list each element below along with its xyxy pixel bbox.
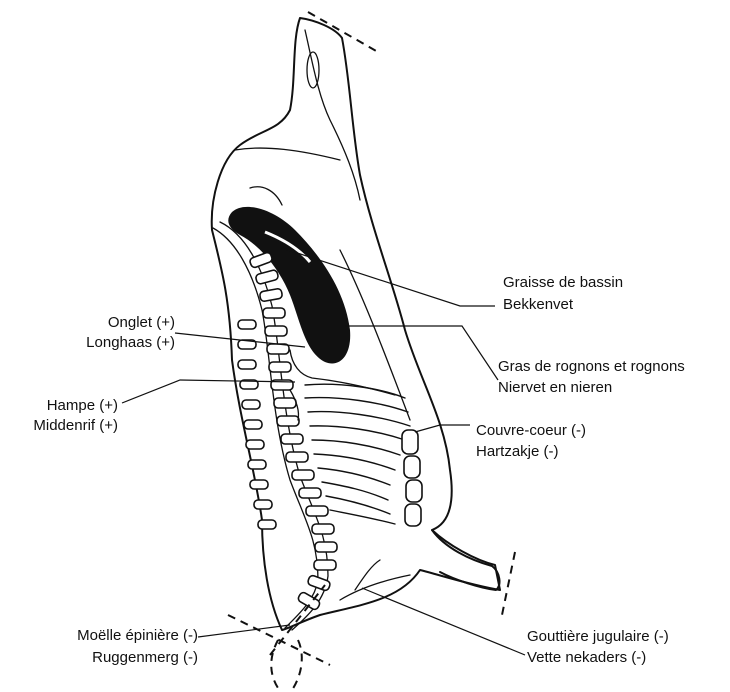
sternum — [402, 430, 422, 526]
label-moelle: Moëlle épinière (-) — [77, 626, 198, 646]
pelvis-top-line — [235, 148, 340, 160]
label-hartzakje: Hartzakje (-) — [476, 442, 559, 462]
pelvis-curve — [250, 187, 282, 205]
label-ruggenmerg: Ruggenmerg (-) — [92, 648, 198, 668]
head-stub-dashed — [271, 640, 302, 690]
label-hampe: Hampe (+) — [47, 396, 118, 416]
ribs-right — [305, 384, 410, 524]
leg-notch — [307, 52, 319, 88]
label-longhaas: Longhaas (+) — [86, 333, 175, 353]
jugular-shape — [355, 560, 380, 590]
label-middenrif: Middenrif (+) — [33, 416, 118, 436]
label-onglet: Onglet (+) — [108, 313, 175, 333]
label-bekkenvet: Bekkenvet — [503, 295, 573, 315]
neck-inner — [340, 575, 410, 600]
cut-line-leg — [502, 552, 515, 615]
leader-gouttiere — [362, 588, 525, 655]
label-gouttiere: Gouttière jugulaire (-) — [527, 627, 669, 647]
label-vette-nekaders: Vette nekaders (-) — [527, 648, 646, 668]
abdominal-line — [340, 250, 410, 420]
leader-gras — [345, 326, 498, 380]
label-niervet: Niervet en nieren — [498, 378, 612, 398]
leader-hampe — [122, 380, 295, 403]
label-graisse-bassin: Graisse de bassin — [503, 273, 623, 293]
label-gras-rognons: Gras de rognons et rognons — [498, 357, 685, 377]
label-couvre-coeur: Couvre-coeur (-) — [476, 421, 586, 441]
leader-moelle — [198, 625, 290, 637]
